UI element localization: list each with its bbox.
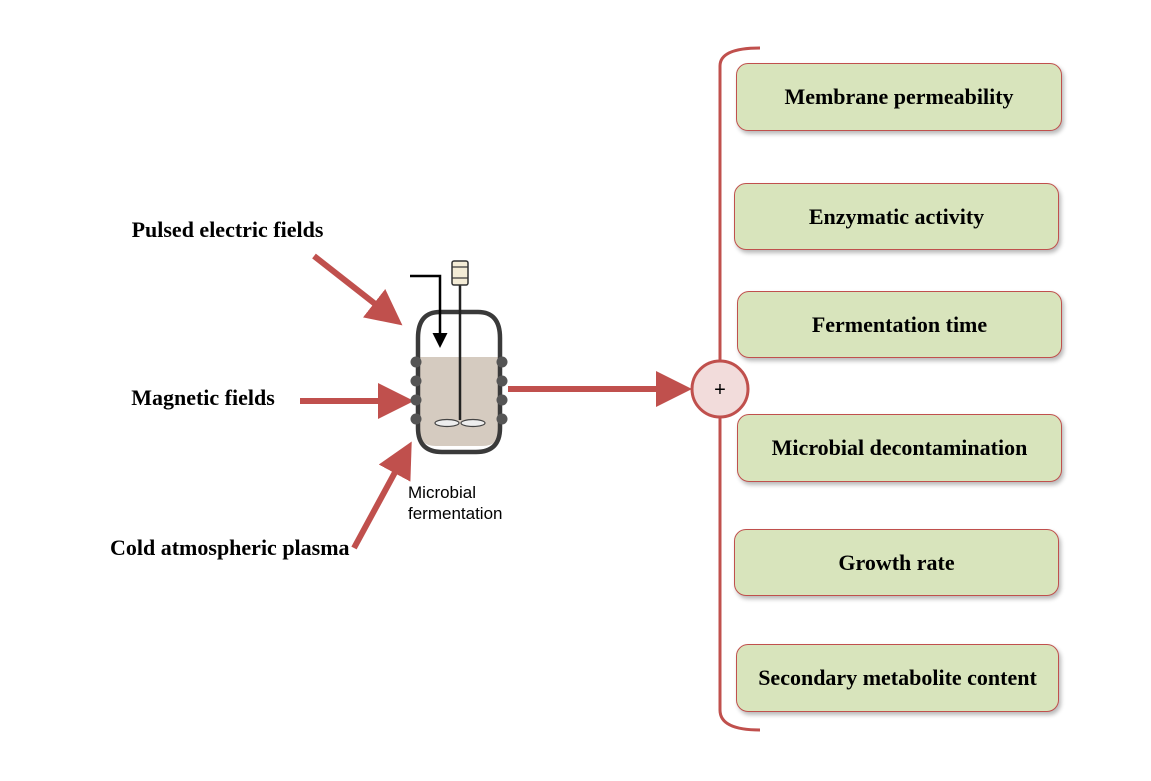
outcome-box-membrane-permeability: Membrane permeability (736, 63, 1062, 131)
outcome-box-fermentation-time: Fermentation time (737, 291, 1062, 358)
fermenter-vessel-icon (410, 260, 508, 455)
outcome-box-growth-rate: Growth rate (734, 529, 1059, 596)
outcome-box-secondary-metabolite-content: Secondary metabolite content (736, 644, 1059, 712)
input-label-pulsed-electric-fields: Pulsed electric fields (131, 217, 324, 242)
vessel-label: Microbial fermentation (408, 483, 503, 523)
arrow-pulsed (312, 253, 403, 326)
outcome-box-enzymatic-activity: Enzymatic activity (734, 183, 1059, 250)
plus-symbol: + (714, 378, 726, 401)
plus-circle (690, 359, 750, 419)
arrow-cold (351, 441, 412, 550)
outcome-box-microbial-decontamination: Microbial decontamination (737, 414, 1062, 482)
input-label-cold-atmospheric-plasma: Cold atmospheric plasma (110, 535, 350, 560)
input-label-magnetic-fields: Magnetic fields (131, 385, 275, 410)
